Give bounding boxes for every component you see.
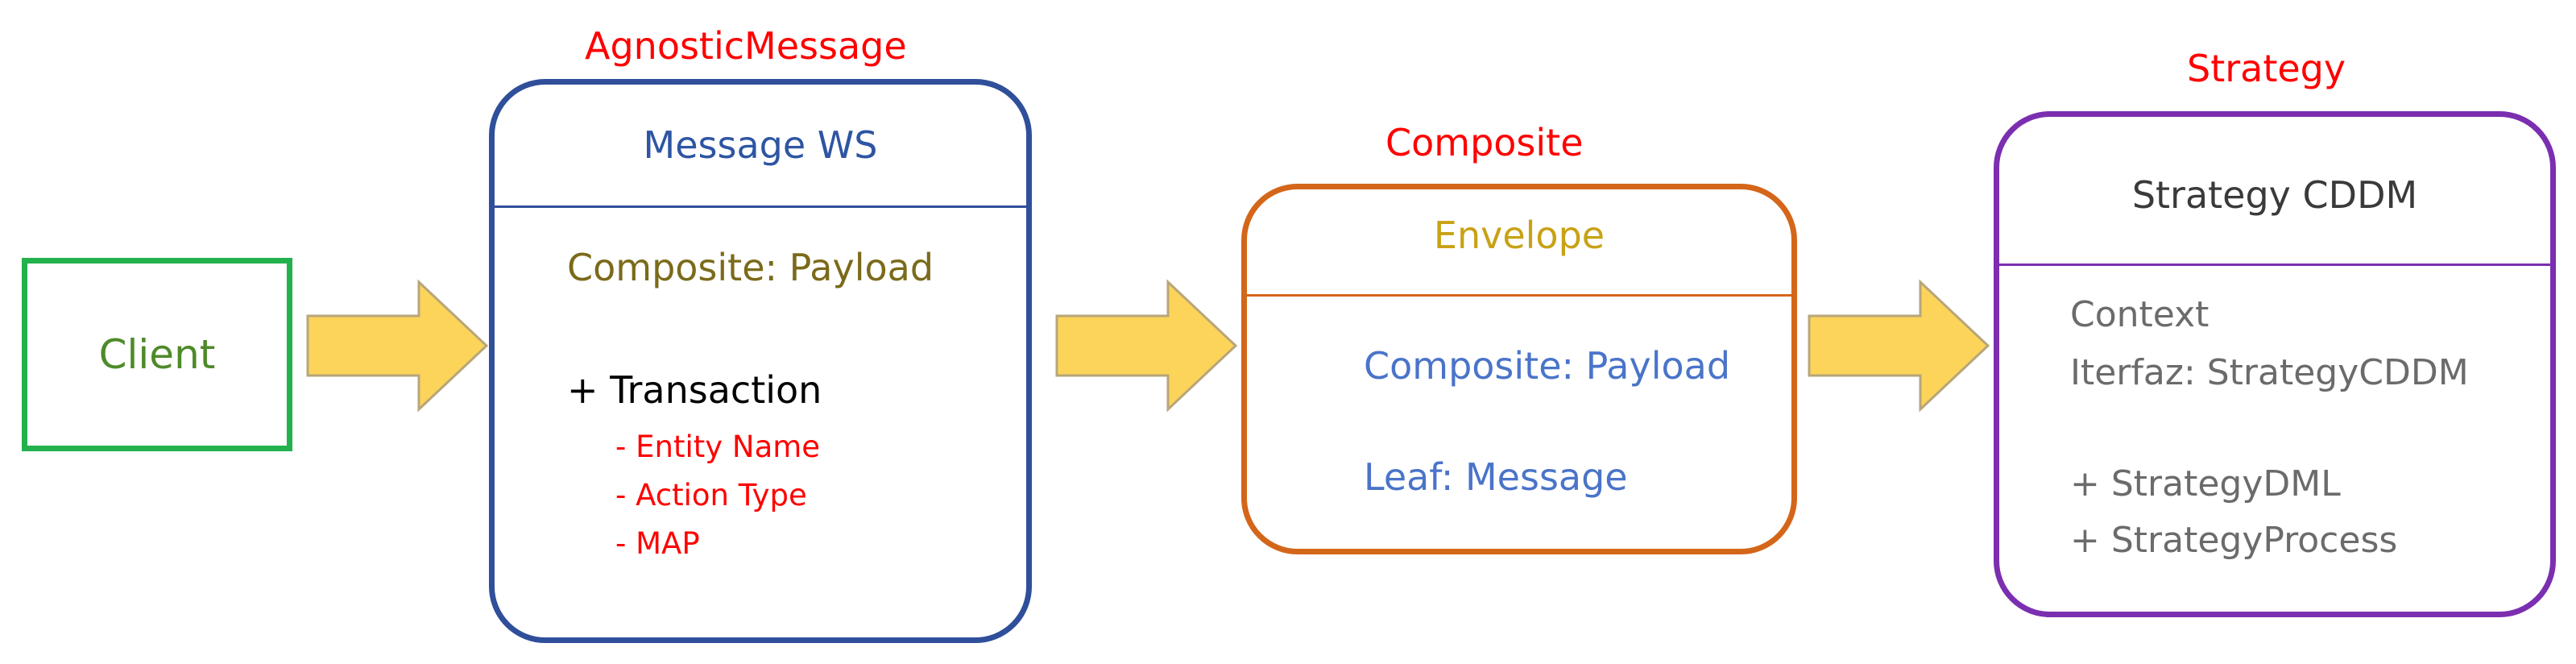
message-ws-divider [495,205,1026,208]
envelope-divider [1247,294,1791,297]
strategy-line-process: + StrategyProcess [2070,520,2398,561]
envelope-line-payload: Composite: Payload [1364,344,1731,388]
transaction-item-entity-name: - Entity Name [615,430,821,464]
strategy-cddm-title: Strategy CDDM [2131,173,2418,217]
arrow-message-to-envelope [1055,279,1238,413]
transaction-item-map: - MAP [615,526,700,561]
strategy-line-context: Context [2070,294,2209,335]
transaction-item-action-type: - Action Type [615,478,807,513]
strategy-line-interface: Iterfaz: StrategyCDDM [2070,352,2469,393]
composite-label: Composite [1385,121,1584,164]
envelope-title: Envelope [1433,214,1605,257]
strategy-cddm-divider [1999,264,2550,266]
arrow-client-to-message [306,279,489,413]
arrow-envelope-to-strategy [1808,279,1990,413]
message-ws-transaction: + Transaction [567,368,822,412]
agnostic-message-label: AgnosticMessage [585,24,907,68]
envelope-box: Envelope Composite: Payload Leaf: Messag… [1241,184,1797,554]
strategy-line-dml: + StrategyDML [2070,463,2341,504]
client-box: Client [22,258,292,451]
strategy-cddm-box: Strategy CDDM Context Iterfaz: StrategyC… [1994,111,2556,617]
message-ws-box: Message WS Composite: Payload + Transact… [489,79,1032,643]
client-label: Client [98,331,216,378]
strategy-label: Strategy [2187,47,2346,90]
message-ws-payload: Composite: Payload [567,246,934,289]
envelope-line-message: Leaf: Message [1364,455,1628,499]
message-ws-title: Message WS [643,123,878,167]
